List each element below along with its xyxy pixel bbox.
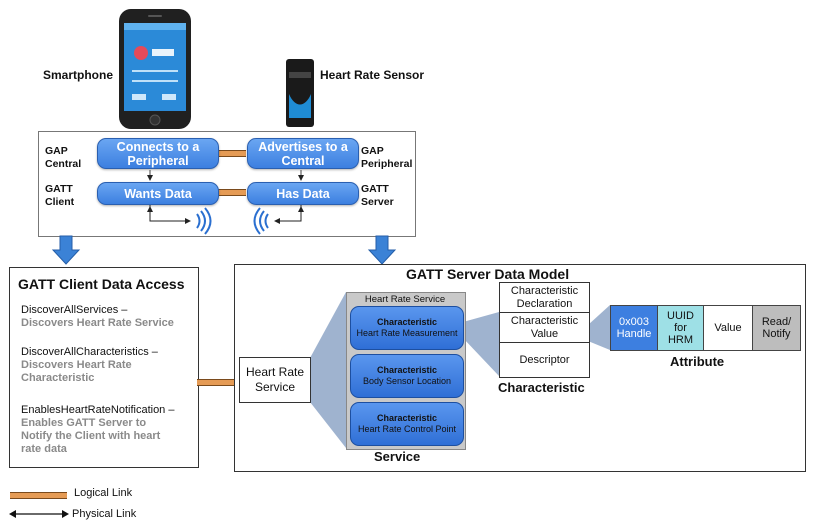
char-head: Characteristic: [376, 413, 438, 423]
client-access-item: DiscoverAllServices – Discovers Heart Ra…: [21, 304, 174, 330]
logical-link-client-server: [197, 379, 234, 386]
handle-line2: Handle: [616, 328, 652, 340]
has-data-text: Has Data: [276, 186, 330, 201]
descriptor-row: Descriptor: [499, 342, 590, 378]
enable-notification-call: EnablesHeartRateNotification –: [21, 404, 175, 416]
discover-characteristics-desc-1: Discovers Heart Rate: [21, 359, 132, 371]
attribute-permissions-cell: Read/Notify: [752, 305, 801, 351]
smartphone-label: Smartphone: [43, 68, 114, 82]
logical-link-data: [218, 189, 246, 196]
perm-line2: Notify: [762, 328, 791, 340]
char-value-line1: Characteristic: [510, 315, 579, 327]
client-access-item: EnablesHeartRateNotification – Enables G…: [21, 404, 174, 456]
advertises-line2: Central: [281, 153, 325, 168]
char-value-line2: Value: [530, 328, 559, 340]
discover-characteristics-call: DiscoverAllCharacteristics –: [21, 346, 158, 358]
uuid-line3: HRM: [667, 334, 694, 346]
service-caption: Service: [374, 449, 421, 464]
connects-line1: Connects to a: [116, 139, 200, 154]
gap-peripheral-line1: GAP: [361, 145, 384, 157]
char-decl-line2: Declaration: [516, 298, 573, 310]
server-model-title: GATT Server Data Model: [406, 266, 570, 282]
roles-frame: [38, 131, 416, 237]
attribute-value-cell: Value: [703, 305, 753, 351]
perm-line1: Read/: [761, 316, 792, 328]
gatt-client-line2: Client: [45, 196, 75, 208]
client-access-panel: GATT Client Data Access DiscoverAllServi…: [9, 267, 199, 468]
discover-services-desc: Discovers Heart Rate Service: [21, 317, 174, 329]
value-text: Value: [714, 322, 742, 334]
gap-central-line2: Central: [45, 158, 82, 170]
uuid-line1: UUID: [667, 310, 694, 322]
enable-notification-desc-3: rate data: [21, 443, 67, 455]
gatt-client-line1: GATT: [45, 183, 73, 195]
discover-services-call: DiscoverAllServices –: [21, 304, 128, 316]
gap-central-line1: GAP: [45, 145, 68, 157]
legend-logical-swatch: [10, 492, 67, 499]
gap-peripheral-line2: Peripheral: [361, 158, 413, 170]
gatt-server-line2: Server: [361, 196, 394, 208]
legend-logical-label: Logical Link: [74, 487, 133, 499]
hr-service-line1: Heart Rate: [245, 365, 305, 379]
client-access-item: DiscoverAllCharacteristics – Discovers H…: [21, 346, 158, 385]
descriptor-text: Descriptor: [519, 354, 570, 366]
hr-service-line2: Service: [254, 380, 295, 394]
smartphone-image: [118, 8, 192, 130]
logical-link-connect: [218, 150, 246, 157]
characteristic-caption: Characteristic: [498, 380, 585, 395]
server-down-arrow: [367, 235, 397, 265]
char-name: Body Sensor Location: [362, 376, 452, 386]
handle-line1: 0x003: [619, 316, 649, 328]
heart-rate-sensor-image: [285, 58, 315, 128]
char-head: Characteristic: [376, 317, 438, 327]
attribute-caption: Attribute: [670, 354, 725, 369]
char-decl-line1: Characteristic: [510, 285, 579, 297]
service-header: Heart Rate Service: [364, 294, 446, 305]
gap-central-label: GAP Central: [45, 145, 81, 171]
client-down-arrow: [51, 235, 81, 265]
char-name: Heart Rate Control Point: [357, 424, 457, 434]
gatt-server-line1: GATT: [361, 183, 389, 195]
legend-physical-label: Physical Link: [72, 508, 137, 520]
legend-physical-arrow: [9, 510, 69, 518]
uuid-line2: for: [674, 322, 687, 334]
gatt-client-label: GATT Client: [45, 183, 74, 209]
characteristic-body-sensor-location: Characteristic Body Sensor Location: [350, 354, 464, 398]
advertises-line1: Advertises to a: [258, 139, 348, 154]
gap-peripheral-label: GAP Peripheral: [361, 145, 412, 171]
characteristic-heart-rate-measurement: Characteristic Heart Rate Measurement: [350, 306, 464, 350]
gatt-server-label: GATT Server: [361, 183, 394, 209]
characteristic-heart-rate-control-point: Characteristic Heart Rate Control Point: [350, 402, 464, 446]
wants-data-text: Wants Data: [124, 186, 192, 201]
heart-rate-sensor-label: Heart Rate Sensor: [320, 68, 425, 82]
char-head: Characteristic: [376, 365, 438, 375]
client-access-title: GATT Client Data Access: [18, 276, 185, 292]
enable-notification-desc-1: Enables GATT Server to: [21, 417, 147, 429]
connects-line2: Peripheral: [127, 153, 189, 168]
char-name: Heart Rate Measurement: [356, 328, 458, 338]
discover-characteristics-desc-2: Characteristic: [21, 372, 95, 384]
has-data-pill: Has Data: [247, 182, 359, 205]
enable-notification-desc-2: Notify the Client with heart: [21, 430, 161, 442]
wants-data-pill: Wants Data: [97, 182, 219, 205]
